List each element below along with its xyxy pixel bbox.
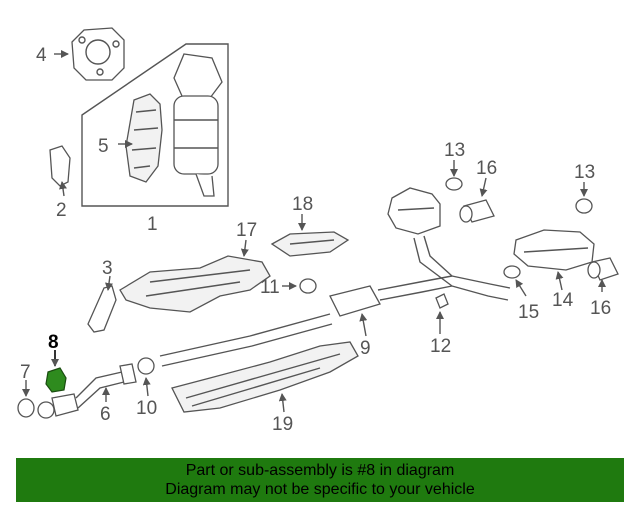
- callout-13-right: 13: [574, 162, 595, 183]
- leader-lines: [22, 50, 606, 413]
- part-16-tip-right[interactable]: [587, 257, 619, 281]
- part-19-heat-shield[interactable]: [171, 341, 359, 413]
- callout-16-lower: 16: [590, 298, 611, 319]
- callout-10: 10: [136, 398, 157, 419]
- callout-15: 15: [518, 302, 539, 323]
- callout-5: 5: [98, 136, 109, 157]
- part-5-heat-shield[interactable]: [125, 93, 163, 183]
- part-7-gasket[interactable]: [17, 398, 35, 418]
- part-4-manifold-cover[interactable]: [71, 27, 125, 81]
- part-14-muffler[interactable]: [513, 229, 595, 271]
- callout-19: 19: [272, 414, 293, 435]
- callout-6: 6: [100, 404, 111, 425]
- callout-7: 7: [20, 362, 31, 383]
- part-13-grommet-left[interactable]: [445, 177, 463, 191]
- banner-line-2: Diagram may not be specific to your vehi…: [165, 481, 475, 498]
- part-3-bracket[interactable]: [87, 285, 117, 333]
- part-11-grommet[interactable]: [299, 278, 317, 294]
- catalytic-converter[interactable]: [173, 53, 223, 197]
- part-8-hanger-highlighted[interactable]: [45, 367, 67, 393]
- callout-17: 17: [236, 220, 257, 241]
- catalytic-assembly-box: [81, 43, 229, 207]
- part-16-tip-left[interactable]: [459, 199, 495, 223]
- callout-8: 8: [48, 332, 59, 353]
- part-notice-banner: Part or sub-assembly is #8 in diagram Di…: [16, 458, 624, 502]
- callout-1: 1: [147, 214, 158, 235]
- banner-line-1: Part or sub-assembly is #8 in diagram: [185, 462, 455, 479]
- callout-13-left: 13: [444, 140, 465, 161]
- callout-12: 12: [430, 336, 451, 357]
- callout-18: 18: [292, 194, 313, 215]
- part-17-heat-shield[interactable]: [119, 255, 271, 313]
- center-muffler[interactable]: [387, 187, 441, 235]
- callout-11: 11: [260, 277, 280, 298]
- callout-9: 9: [360, 338, 371, 359]
- part-2-bracket[interactable]: [49, 145, 71, 187]
- callout-4: 4: [36, 45, 47, 66]
- part-9-exhaust-pipe[interactable]: [159, 235, 511, 367]
- callout-16-upper: 16: [476, 158, 497, 179]
- part-13-grommet-right[interactable]: [575, 198, 593, 214]
- part-6-front-pipe[interactable]: [37, 363, 137, 419]
- part-18-heat-shield[interactable]: [270, 231, 350, 257]
- part-10-gasket[interactable]: [137, 357, 155, 375]
- callout-14: 14: [552, 290, 574, 311]
- part-12-hanger[interactable]: [435, 293, 449, 309]
- callout-3: 3: [102, 258, 113, 279]
- callout-2: 2: [56, 200, 67, 221]
- part-15-gasket[interactable]: [503, 265, 521, 279]
